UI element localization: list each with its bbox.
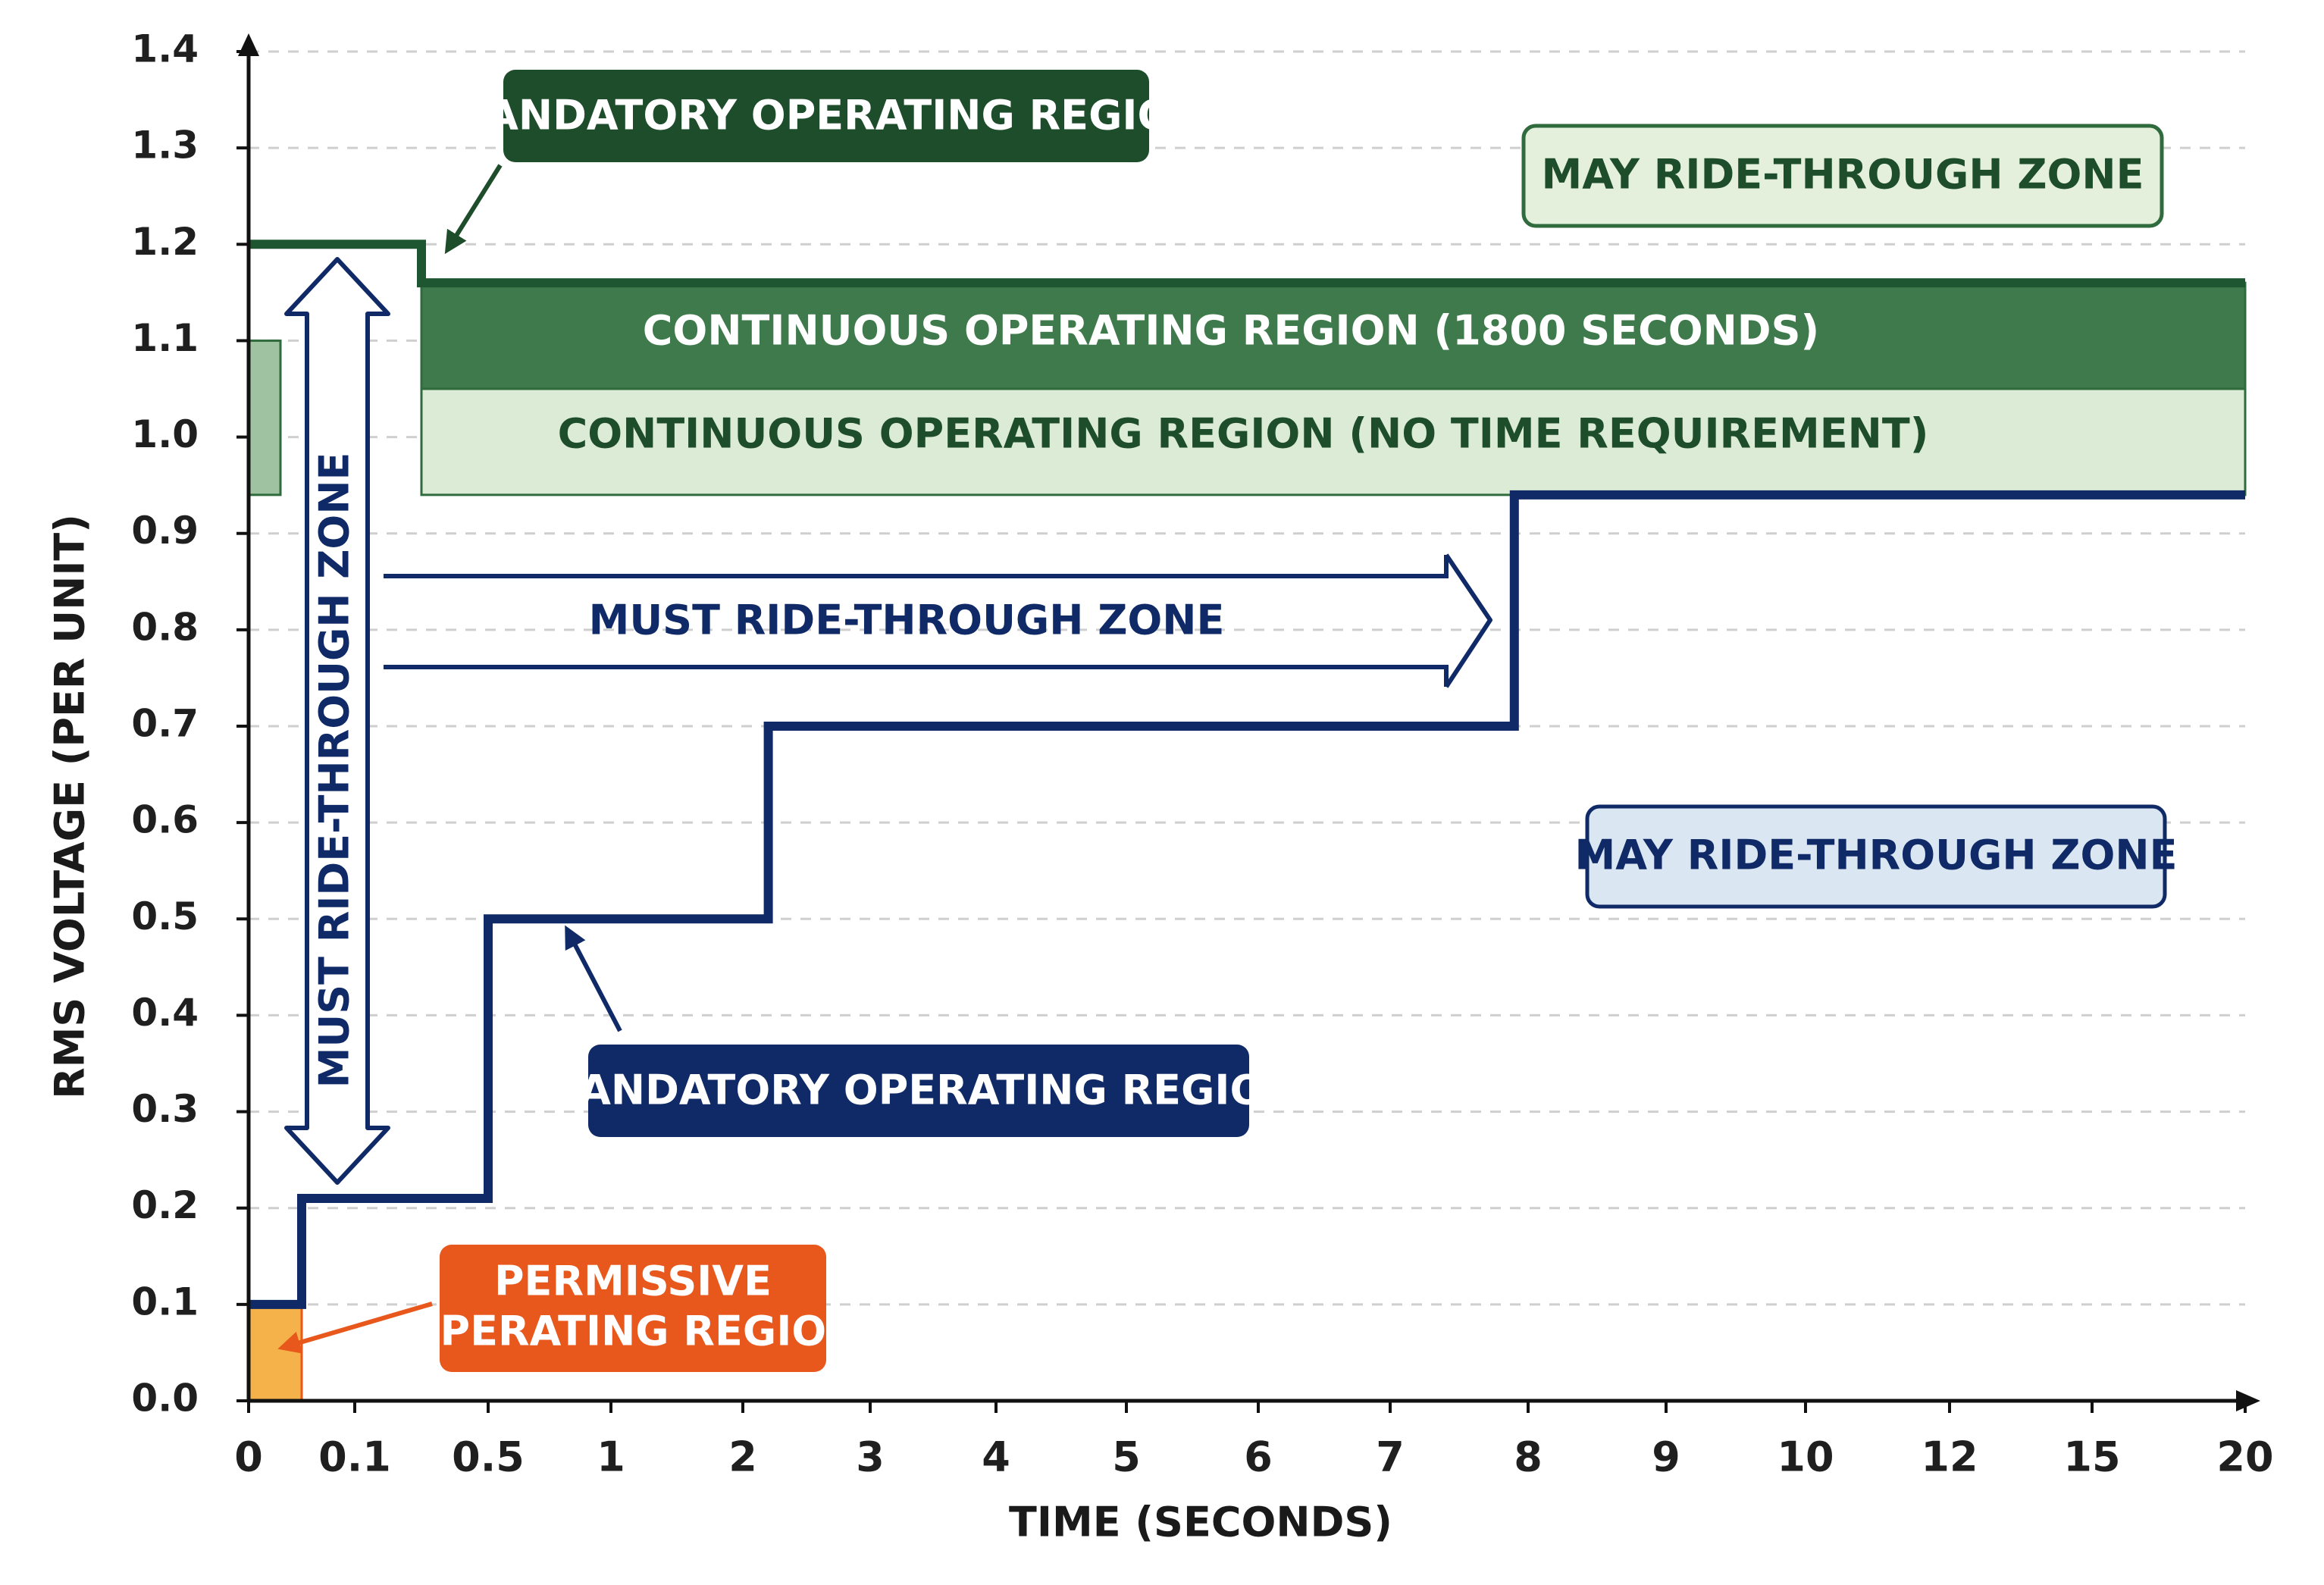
y-tick-labels: 0.0 0.1 0.2 0.3 0.4 0.5 0.6 0.7 0.8 0.9 1.0 1.1 1.2 1…: [131, 27, 249, 1421]
must-horizontal-label: MUST RIDE-THROUGH ZONE: [589, 597, 1225, 644]
x-tick-label: 15: [2063, 1433, 2120, 1481]
y-tick-label: 0.3: [131, 1087, 199, 1131]
y-tick-label: 1.2: [131, 220, 199, 264]
permissive-box: [440, 1245, 826, 1372]
x-tick-label: 2: [728, 1433, 757, 1481]
upper-mandatory-label: MANDATORY OPERATING REGION: [446, 92, 1206, 139]
lower-may-box: [1585, 804, 2167, 909]
horizontal-arrow-bottom: [384, 665, 1449, 687]
x-tick-label: 12: [1921, 1433, 1978, 1481]
x-tick-label: 3: [856, 1433, 885, 1481]
upper-boundary-line: [249, 240, 2245, 288]
y-tick-label: 0.9: [131, 509, 199, 553]
x-tick-label: 5: [1112, 1433, 1141, 1481]
x-tick-label: 0.5: [452, 1433, 525, 1481]
upper-mandatory-box: [503, 70, 1149, 162]
x-tick-label: 0.1: [318, 1433, 391, 1481]
continuous-no-time-label: CONTINUOUS OPERATING REGION (NO TIME REQ…: [558, 410, 1929, 458]
must-vertical-callout: MUST RIDE-THROUGH ZONE: [284, 257, 390, 1185]
x-axis-arrowhead: [2236, 1390, 2260, 1411]
region-rect-2: [247, 1303, 303, 1402]
x-tick-label: 1: [597, 1433, 625, 1481]
upper-may-box: [1521, 124, 2164, 228]
y-tick-label: 1.0: [131, 412, 199, 456]
upper-may-label: MAY RIDE-THROUGH ZONE: [1542, 151, 2144, 199]
x-tick-label: 10: [1777, 1433, 1834, 1481]
y-tick-label: 0.5: [131, 894, 199, 938]
lower-may-callout: MAY RIDE-THROUGH ZONE: [1575, 804, 2178, 909]
y-tick-label: 1.1: [131, 316, 199, 360]
lower-mandatory-callout: MANDATORY OPERATING REGION: [538, 925, 1299, 1137]
horizontal-arrow-top: [384, 555, 1449, 578]
axes: [238, 33, 2260, 1411]
lower-may-label: MAY RIDE-THROUGH ZONE: [1575, 832, 2178, 879]
x-tick-label: 4: [982, 1433, 1010, 1481]
upper-mandatory-pointer: [444, 164, 503, 255]
y-tick-label: 0.4: [131, 991, 199, 1035]
x-tick-label: 8: [1514, 1433, 1543, 1481]
upper-may-callout: MAY RIDE-THROUGH ZONE: [1521, 124, 2164, 228]
x-tick-label: 9: [1652, 1433, 1680, 1481]
horizontal-arrow-head: [1444, 553, 1492, 688]
y-tick-label: 1.3: [131, 124, 199, 168]
y-tick-label: 0.1: [131, 1280, 199, 1323]
x-axis-title: TIME (SECONDS): [1009, 1499, 1392, 1546]
must-horizontal-callout: MUST RIDE-THROUGH ZONE: [384, 553, 1492, 688]
permissive-pointer: [277, 1302, 433, 1354]
must-vertical-label: MUST RIDE-THROUGH ZONE: [311, 453, 359, 1089]
y-tick-label: 0.2: [131, 1183, 199, 1227]
y-tick-label: 0.7: [131, 702, 199, 746]
region-rect-1: [420, 387, 2247, 496]
x-tick-label: 0: [234, 1433, 263, 1481]
lower-mandatory-box: [588, 1045, 1249, 1137]
lower-boundary-line: [249, 490, 2245, 1309]
continuous-1800-label: CONTINUOUS OPERATING REGION (1800 SECOND…: [643, 307, 1819, 355]
permissive-label-line2: OPERATING REGION: [406, 1308, 861, 1355]
shaded-regions: [247, 281, 2247, 1402]
x-tick-label: 6: [1244, 1433, 1273, 1481]
y-tick-label: 1.4: [131, 27, 199, 71]
permissive-callout: PERMISSIVE OPERATING REGION: [277, 1245, 861, 1372]
permissive-label-line1: PERMISSIVE: [494, 1258, 772, 1305]
upper-mandatory-callout: MANDATORY OPERATING REGION: [444, 70, 1207, 255]
region-rect-3: [247, 339, 282, 496]
y-tick-label: 0.0: [131, 1377, 199, 1421]
lower-mandatory-pointer: [565, 925, 622, 1032]
y-tick-label: 0.6: [131, 798, 199, 842]
vertical-double-arrow: [284, 257, 390, 1185]
x-tick-label: 20: [2216, 1433, 2273, 1481]
region-rect-0: [420, 281, 2247, 390]
y-axis-title: RMS VOLTAGE (PER UNIT): [46, 514, 94, 1099]
lower-mandatory-label: MANDATORY OPERATING REGION: [538, 1067, 1298, 1114]
y-tick-label: 0.8: [131, 605, 199, 649]
boundary-lines: [249, 240, 2245, 1309]
x-tick-label: 7: [1376, 1433, 1405, 1481]
